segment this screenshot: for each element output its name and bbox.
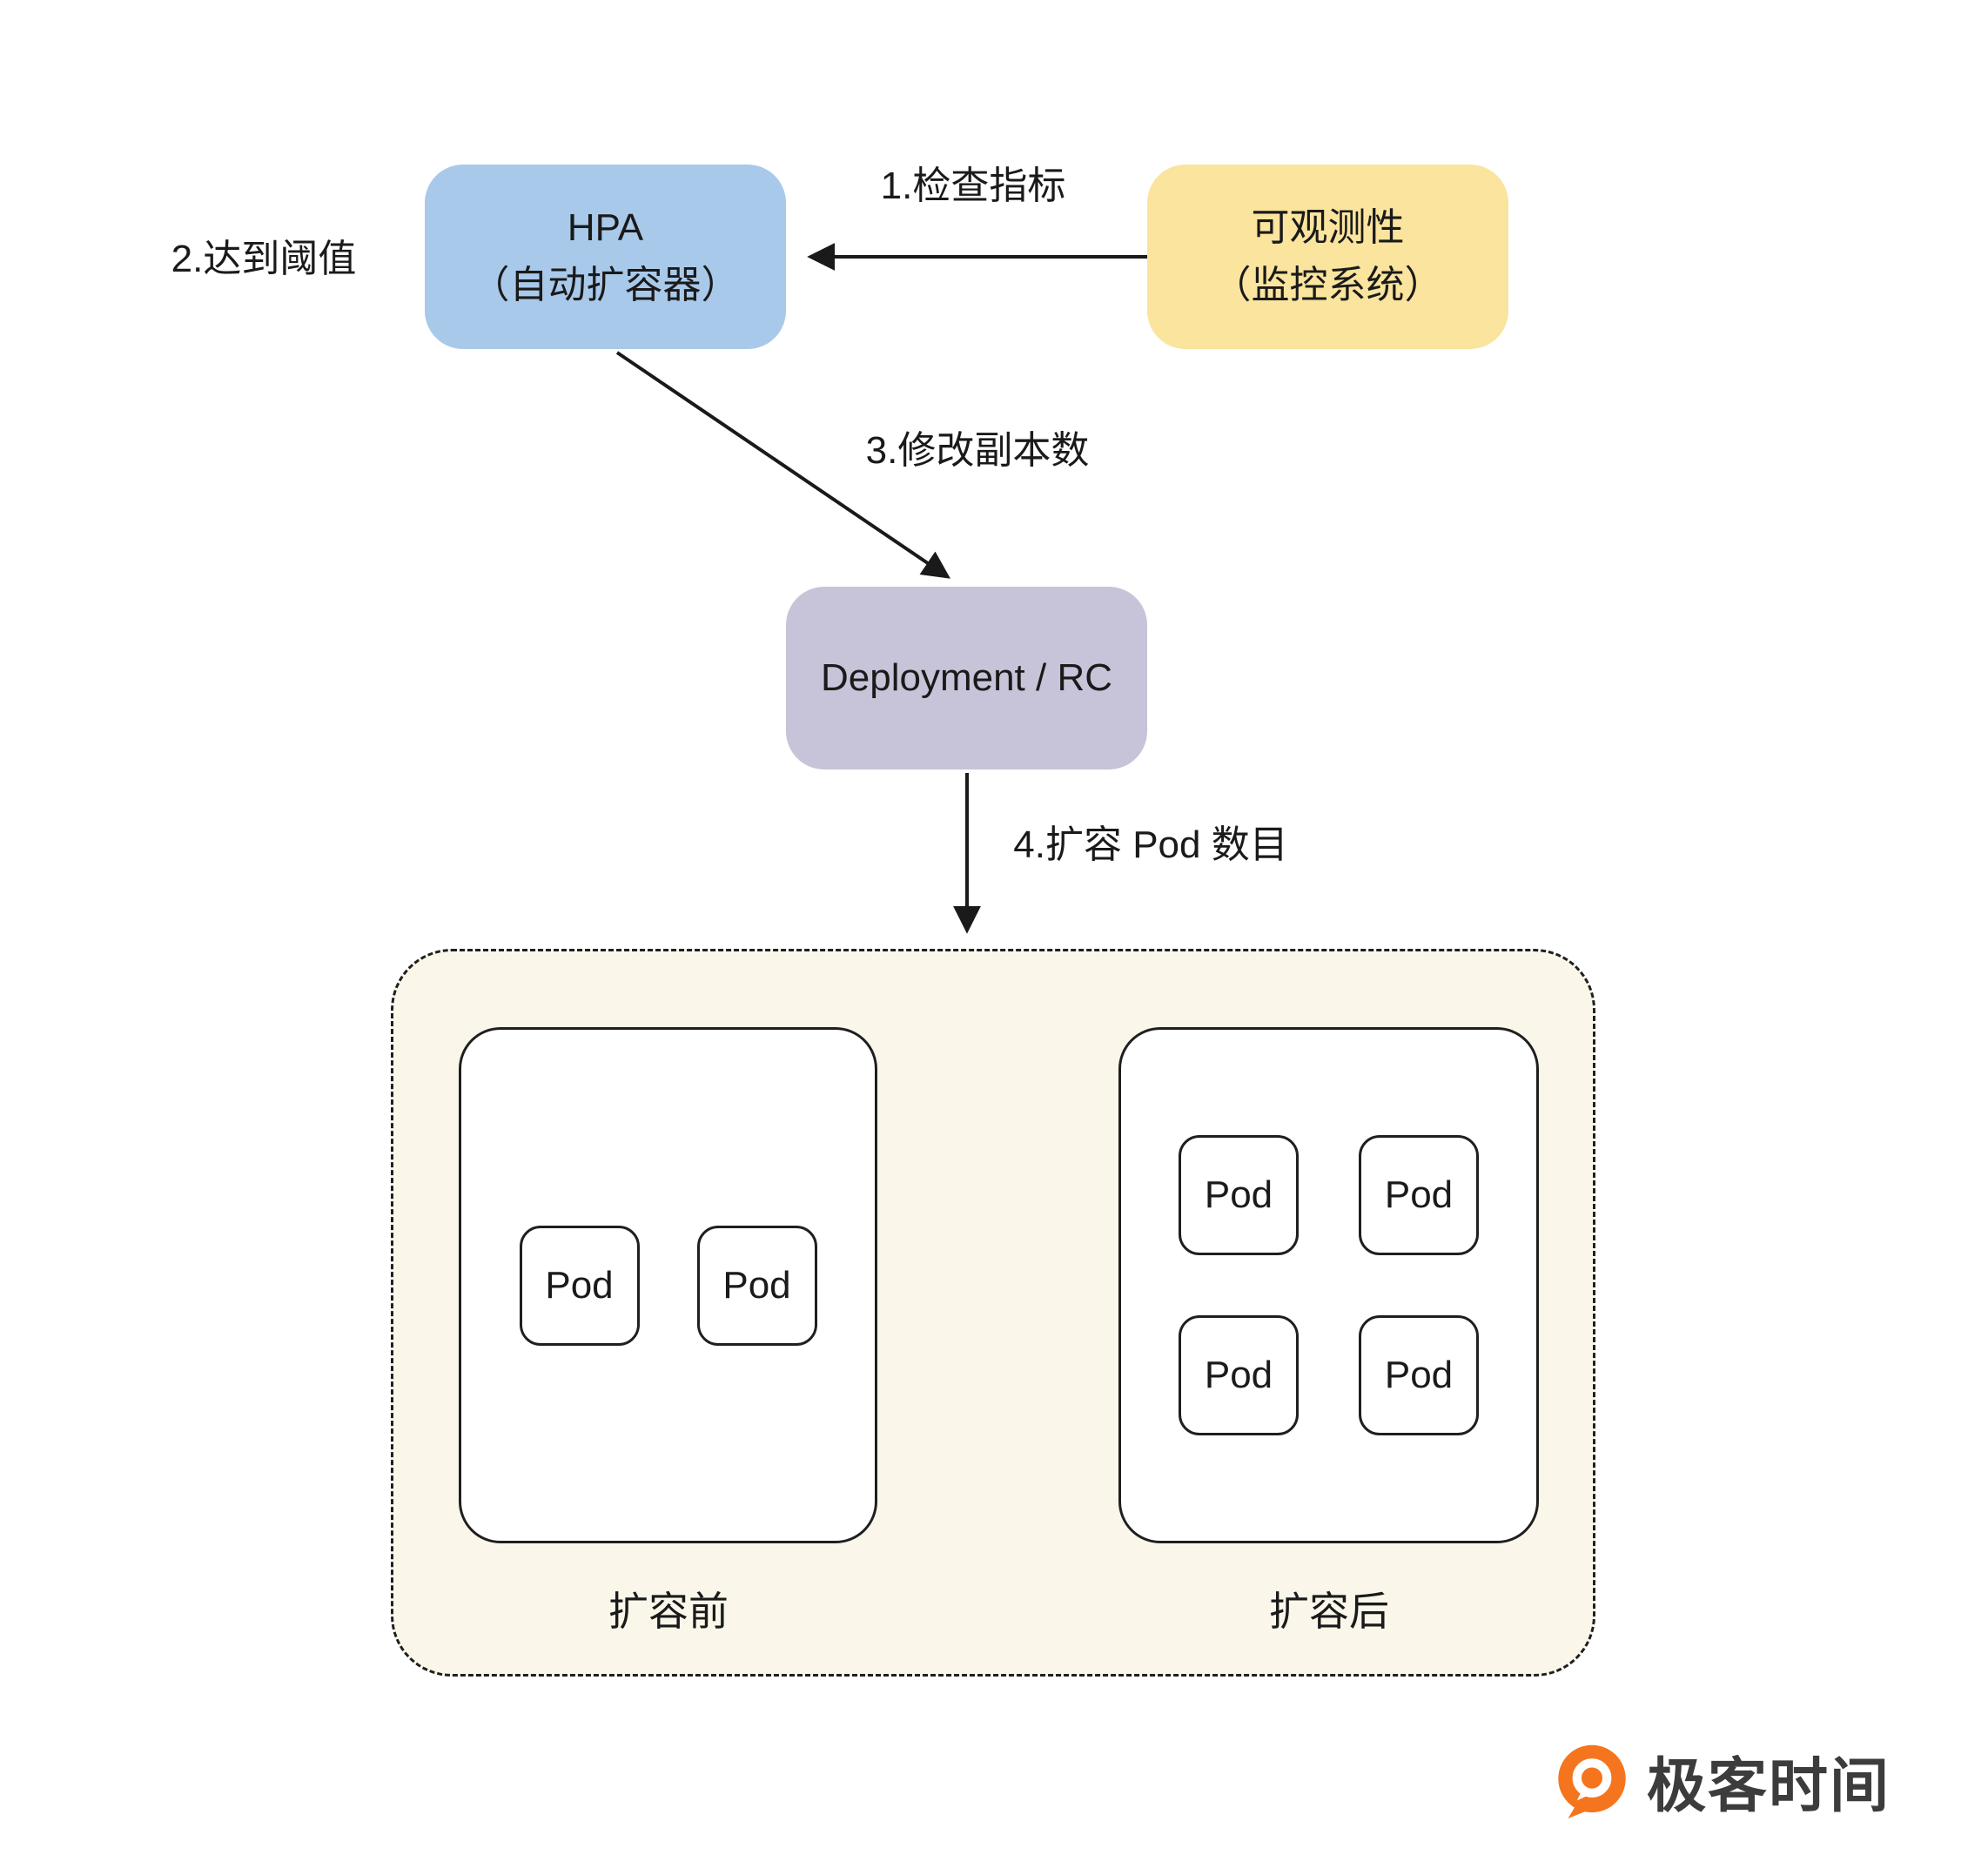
before-scaling-caption: 扩容前 [608, 1589, 729, 1634]
deployment-node: Deployment / RC [786, 587, 1147, 769]
step4-label: 4.扩容 Pod 数目 [1013, 823, 1288, 866]
after-scaling-caption: 扩容后 [1269, 1589, 1389, 1634]
pod-box: Pod [696, 1225, 817, 1346]
step2-label: 2.达到阈值 [171, 238, 357, 280]
geektime-logo-text: 极客时间 [1647, 1753, 1891, 1819]
observability-node: 可观测性 （监控系统） [1147, 165, 1508, 349]
observability-subtitle: （监控系统） [1212, 264, 1443, 306]
pod-box: Pod [519, 1225, 640, 1346]
before-scaling-group: Pod Pod [459, 1027, 877, 1543]
after-scaling-group: Pod Pod Pod Pod [1118, 1027, 1539, 1543]
cluster-boundary: Pod Pod Pod Pod Pod Pod 扩容前 扩容后 [391, 949, 1595, 1677]
hpa-subtitle: （自动扩容器） [471, 264, 740, 306]
step1-label: 1.检查指标 [880, 165, 1066, 207]
step3-label: 3.修改副本数 [865, 429, 1090, 472]
pod-box: Pod [1359, 1315, 1479, 1435]
geektime-logo: 极客时间 [1555, 1737, 1891, 1824]
hpa-node: HPA （自动扩容器） [425, 165, 786, 349]
hpa-title: HPA [567, 206, 644, 249]
pod-box: Pod [1179, 1135, 1299, 1255]
deployment-label: Deployment / RC [820, 656, 1112, 699]
pod-box: Pod [1179, 1315, 1299, 1435]
pod-box: Pod [1359, 1135, 1479, 1255]
observability-title: 可观测性 [1251, 206, 1405, 249]
geektime-logo-icon [1558, 1744, 1626, 1818]
